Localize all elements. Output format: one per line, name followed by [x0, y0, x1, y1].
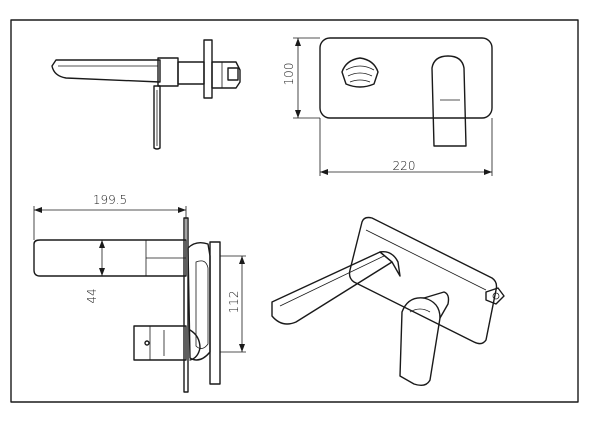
dim-label-spout-height: 44	[85, 288, 99, 303]
front-plate	[319, 37, 493, 119]
dim-label-height-front: 100	[282, 63, 296, 86]
dim-label-plate-height: 112	[227, 291, 241, 314]
dim-label-width-front: 220	[393, 159, 416, 173]
drawing-frame	[10, 19, 579, 403]
isometric-view	[271, 216, 505, 387]
dim-label-spout-length: 199.5	[93, 193, 127, 207]
front-view	[293, 37, 493, 176]
side-view-large	[33, 206, 246, 393]
side-view-small	[51, 39, 241, 150]
